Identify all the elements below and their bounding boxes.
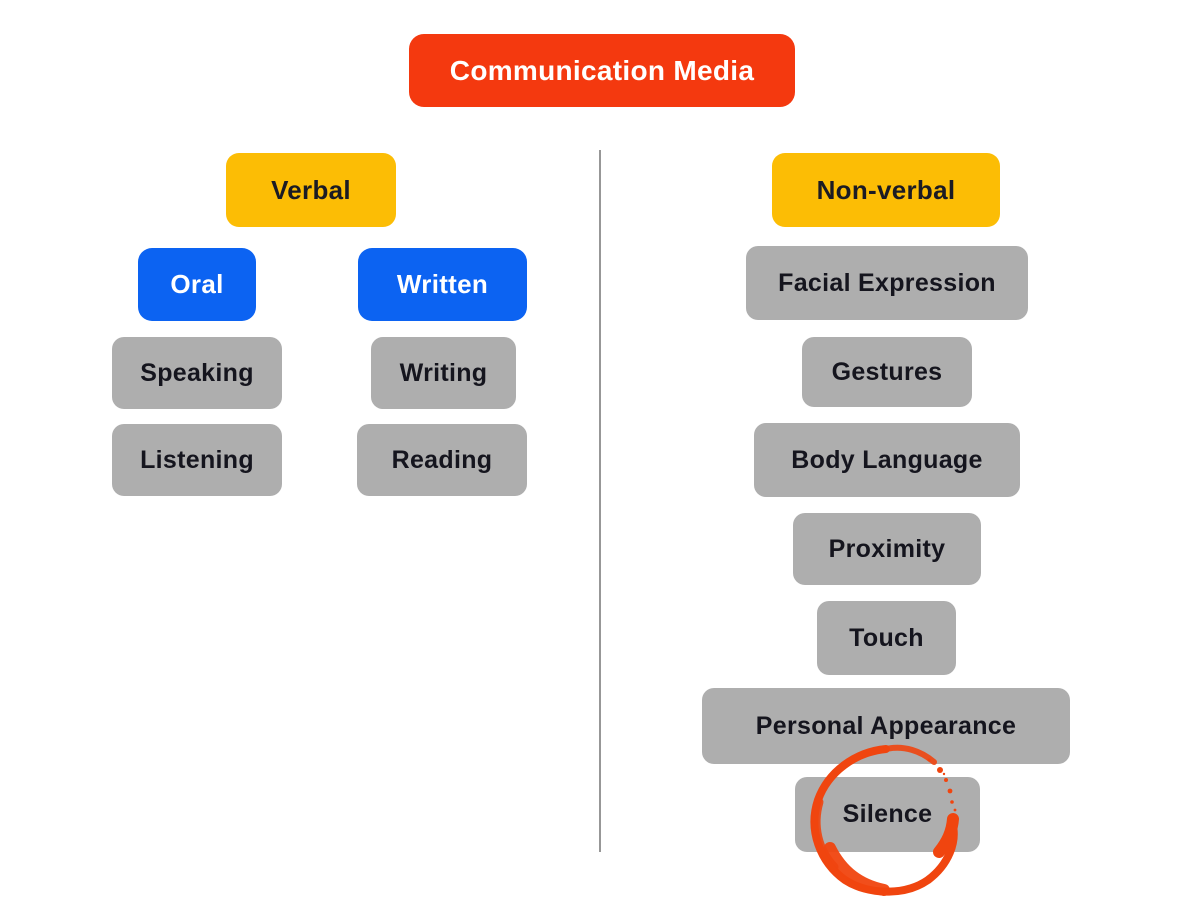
item-node-proximity: Proximity — [793, 513, 981, 585]
item-node-body-language: Body Language — [754, 423, 1020, 497]
subcategory-node-written: Written — [358, 248, 527, 321]
category-node-verbal: Verbal — [226, 153, 396, 227]
item-node-speaking: Speaking — [112, 337, 282, 409]
item-node-facial-expression: Facial Expression — [746, 246, 1028, 320]
item-node-touch: Touch — [817, 601, 956, 675]
item-node-reading: Reading — [357, 424, 527, 496]
root-node-communication-media: Communication Media — [409, 34, 795, 107]
subcategory-node-oral: Oral — [138, 248, 256, 321]
category-node-non-verbal: Non-verbal — [772, 153, 1000, 227]
item-node-personal-appearance: Personal Appearance — [702, 688, 1070, 764]
item-node-listening: Listening — [112, 424, 282, 496]
item-node-writing: Writing — [371, 337, 516, 409]
branch-divider-line — [599, 150, 601, 852]
item-node-silence: Silence — [795, 777, 980, 852]
item-node-gestures: Gestures — [802, 337, 972, 407]
